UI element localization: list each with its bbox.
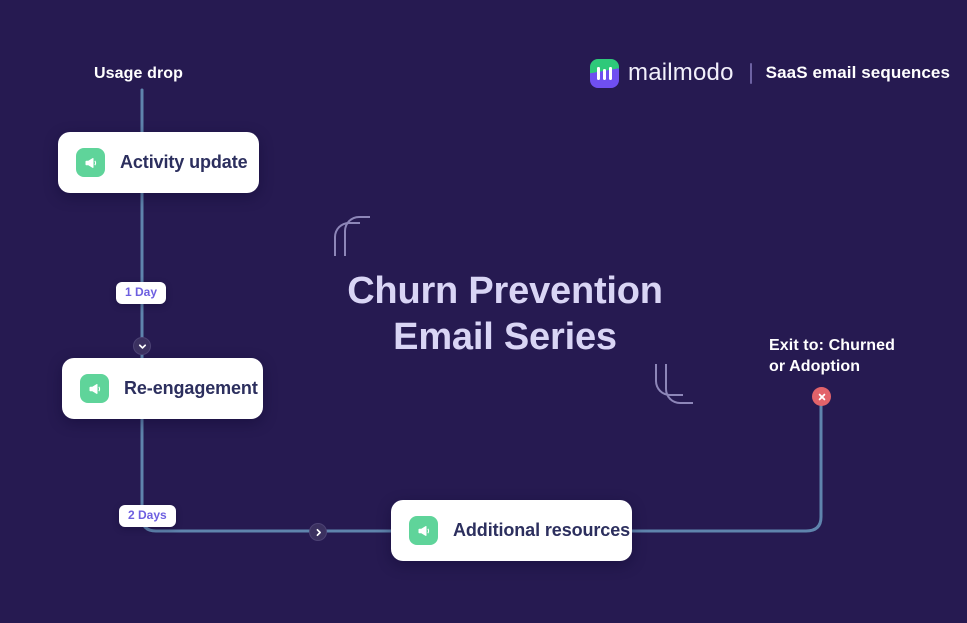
exit-label-line1: Exit to: Churned xyxy=(769,337,896,354)
page-title-line2: Email Series xyxy=(393,316,617,358)
chevron-right-icon[interactable] xyxy=(309,523,327,541)
page-title-line1: Churn Prevention xyxy=(347,270,663,312)
trigger-label: Usage drop xyxy=(94,65,184,82)
mailmodo-logo-icon xyxy=(590,58,619,88)
connector-reengagement-to-additional xyxy=(140,417,393,533)
chevron-down-icon[interactable] xyxy=(133,337,151,355)
close-x-icon[interactable] xyxy=(812,387,831,406)
brand-tagline: SaaS email sequences xyxy=(765,63,951,82)
flow-card-title: Additional resources xyxy=(453,520,631,540)
flow-card-title: Activity update xyxy=(120,152,248,172)
flow-card-additional-resources[interactable]: Additional resources xyxy=(391,500,632,561)
exit-label-line2: or Adoption xyxy=(769,358,861,375)
megaphone-icon xyxy=(409,516,438,545)
page-title: Churn Prevention Email Series xyxy=(305,268,705,360)
connector-additional-to-exit xyxy=(630,394,823,533)
flow-card-activity-update[interactable]: Activity update xyxy=(58,132,259,193)
exit-label: Exit to: Churned or Adoption xyxy=(769,335,919,377)
decor-arc-bottom-left-inner xyxy=(665,364,693,404)
brand-separator xyxy=(749,62,752,84)
megaphone-icon xyxy=(80,374,109,403)
brand-name: mailmodo xyxy=(628,59,734,86)
brand-header: mailmodo SaaS email sequences xyxy=(590,58,950,88)
delay-badge-1-day[interactable]: 1 Day xyxy=(116,282,167,304)
flow-card-re-engagement[interactable]: Re-engagement xyxy=(62,358,263,419)
delay-badge-2-days[interactable]: 2 Days xyxy=(119,505,176,527)
flow-card-title: Re-engagement xyxy=(124,378,258,398)
decor-arc-top-left-inner xyxy=(344,216,370,256)
megaphone-icon xyxy=(76,148,105,177)
